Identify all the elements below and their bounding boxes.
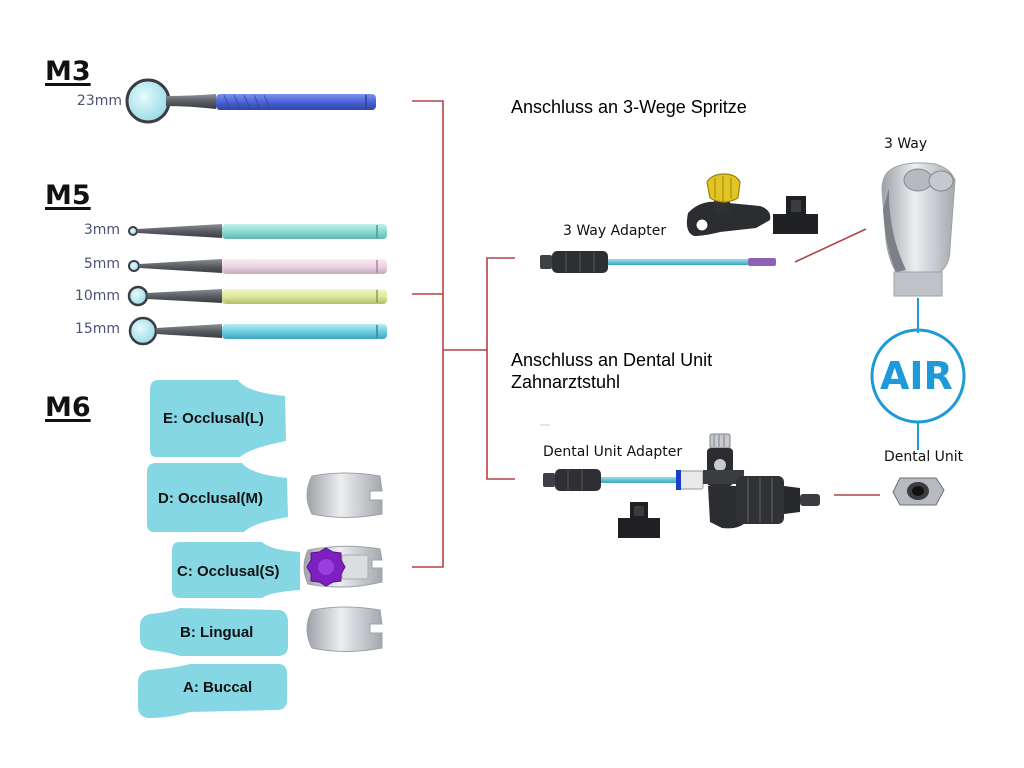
size-label-m5-10mm: 10mm: [74, 288, 120, 304]
three-way-syringe-head: [881, 162, 956, 297]
label-air: AIR: [880, 354, 953, 398]
m6-handle-head-c: [303, 545, 383, 588]
dental-unit-connector: [892, 477, 945, 506]
heading-zahnarztstuhl: Zahnarztstuhl: [511, 372, 621, 392]
m6-tab-b: [140, 608, 288, 656]
model-label-m3: M3: [45, 56, 91, 87]
size-label-m5-5mm: 5mm: [83, 256, 120, 272]
dental-unit-adapter-assembly: [543, 433, 820, 538]
m5-instrument-10mm: [127, 285, 387, 307]
m6-handle-head-d: [306, 472, 383, 518]
tab-label-e: E: Occlusal(L): [163, 410, 264, 427]
bracket-lines: [412, 100, 880, 568]
three-way-adapter-assembly: [540, 173, 818, 273]
m6-tab-a: [138, 664, 287, 718]
size-label-m3-23mm: 23mm: [76, 93, 122, 109]
tab-label-a: A: Buccal: [183, 679, 253, 696]
model-label-m6: M6: [45, 392, 91, 423]
m6-tab-c: [172, 542, 300, 598]
m6-tab-d: [147, 463, 288, 532]
m5-instrument-3mm: [128, 224, 387, 239]
heading-dental-unit: Anschluss an Dental Unit: [511, 350, 713, 370]
m5-instrument-5mm: [128, 259, 387, 274]
m6-tab-e: [150, 380, 286, 457]
label-dental-unit: Dental Unit: [884, 449, 964, 465]
tab-label-b: B: Lingual: [180, 624, 254, 641]
tab-label-d: D: Occlusal(M): [158, 490, 264, 507]
size-label-m5-15mm: 15mm: [74, 321, 120, 337]
label-three-way-adapter: 3 Way Adapter: [563, 223, 667, 239]
heading-syringe: Anschluss an 3-Wege Spritze: [511, 97, 747, 117]
tab-label-c: C: Occlusal(S): [177, 563, 280, 580]
m5-instrument-15mm: [128, 316, 387, 346]
size-label-m5-3mm: 3mm: [83, 222, 120, 238]
label-dental-unit-adapter: Dental Unit Adapter: [543, 444, 683, 460]
air-diagram: [870, 298, 966, 450]
m6-handle-head-b: [306, 606, 383, 652]
model-label-m5: M5: [45, 180, 91, 211]
m3-instrument: [125, 78, 376, 124]
label-three-way: 3 Way: [884, 136, 928, 152]
